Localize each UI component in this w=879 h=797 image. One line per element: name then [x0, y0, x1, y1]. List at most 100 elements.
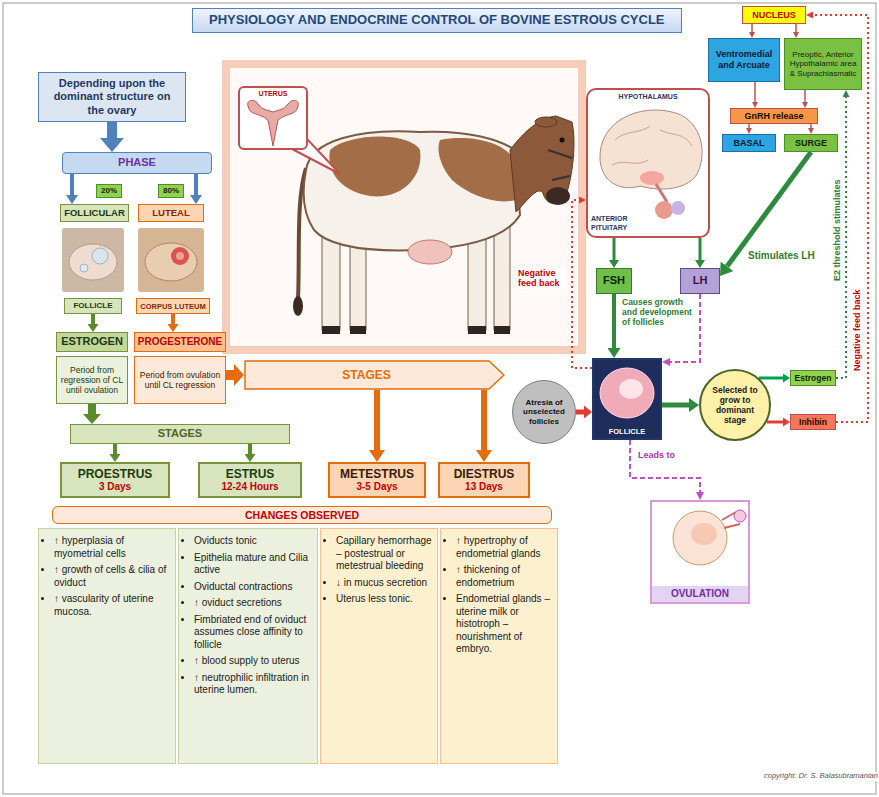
structure-box: CORPUS LUTEUM	[136, 298, 210, 314]
connector-arrow	[810, 124, 812, 128]
node-text: STAGES	[342, 368, 390, 382]
connector-arrow	[662, 403, 689, 408]
hormone-box: Estrogen	[790, 370, 836, 386]
nucleus-box: Preoptic, Anterior Hypothalamic area & S…	[784, 38, 862, 90]
node-text: 20%	[101, 186, 117, 196]
uterus-callout: UTERUS	[238, 86, 308, 150]
nucleus-box: Ventromedial and Arcuate	[708, 38, 780, 82]
cow-body	[304, 131, 520, 250]
connector-arrow	[194, 174, 198, 195]
changes-band: CHANGES OBSERVED	[52, 506, 552, 524]
cow-hoof	[322, 326, 340, 334]
hormone-box: LH	[680, 268, 720, 294]
node-text: Inhibin	[799, 417, 827, 427]
change-item: ↑ oviduct secretions	[194, 597, 313, 610]
hormone-box: FSH	[596, 268, 632, 294]
node-text: PHASE	[118, 156, 156, 169]
phase-box: LUTEAL	[138, 204, 204, 222]
photo-ground	[62, 228, 124, 292]
connector-label: Causes growth and development of follicl…	[622, 298, 694, 327]
follicle-antrum	[619, 379, 643, 399]
stage-box: DIESTRUS13 Days	[438, 462, 530, 498]
phase-box: FOLLICULAR	[60, 204, 129, 222]
change-item: ↑ hyperplasia of myometrial cells	[54, 535, 171, 560]
node-text: 80%	[163, 186, 179, 196]
cow-frame	[226, 64, 582, 350]
node-text: STAGES	[158, 427, 202, 440]
uterus-drawing	[248, 100, 299, 146]
connector-label: Stimulates LH	[748, 250, 815, 262]
atresia-circle: Atresia of unselected follicles	[512, 380, 576, 444]
period-box: Period from ovulation until CL regressio…	[134, 356, 226, 404]
posterior-pituitary	[671, 201, 685, 215]
node-subtext: 12-24 Hours	[221, 481, 278, 493]
change-list: ↑ hyperplasia of myometrial cells ↑ growt…	[39, 535, 171, 622]
period-box: Period from regression of CL until ovula…	[56, 356, 128, 404]
change-item: Epithelia mature and Cilia active	[194, 552, 313, 577]
diagram-title: PHYSIOLOGY AND ENDOCRINE CONTROL OF BOVI…	[192, 8, 682, 33]
node-text: METESTRUS	[340, 467, 414, 481]
selection-circle: Selected to grow to dominant stage	[699, 369, 771, 441]
node-text: NUCLEUS	[752, 10, 796, 21]
stages-arrow-band: STAGES	[244, 360, 505, 390]
stage-box: PROESTRUS3 Days	[60, 462, 170, 498]
cow-halter	[548, 150, 572, 180]
release-mode-box: SURGE	[784, 134, 838, 152]
follicular-ovary-photo	[62, 228, 124, 292]
phase-band: PHASE	[62, 152, 212, 174]
cow-head	[510, 116, 574, 212]
ovulation-illustration	[650, 500, 750, 604]
follicle	[600, 368, 654, 418]
connector-arrow	[226, 370, 234, 380]
cow-patch	[329, 137, 420, 197]
node-text: FOLLICLE	[607, 427, 648, 436]
illustration-ground	[586, 88, 710, 238]
connector-arrow	[754, 82, 756, 102]
percent-box: 20%	[96, 184, 122, 198]
cow-leg	[494, 224, 510, 330]
uterus-callout	[238, 86, 340, 174]
connector-arrow	[767, 421, 783, 424]
change-item: Fimbriated end of oviduct assumes close …	[194, 614, 313, 652]
hypothalamus-region	[640, 171, 664, 185]
band-outline-shape	[245, 361, 504, 389]
ruptured-follicle	[673, 511, 727, 565]
callout-ground	[238, 86, 308, 150]
hypothalamus-illustration	[586, 88, 710, 238]
connector-arrow	[481, 390, 487, 450]
connector-arrow	[751, 24, 753, 32]
follicle-photo-frame: FOLLICLE	[592, 358, 662, 440]
cow-eye	[560, 138, 565, 143]
connector-label: E2 threshold stimulates	[832, 177, 842, 283]
structure-box: FOLLICLE	[64, 298, 122, 314]
node-text: FSH	[603, 274, 625, 287]
change-item: Uterus less tonic.	[336, 593, 433, 606]
connector-arrow	[171, 314, 175, 324]
changes-column: Capillary hemorrhage – postestrual or me…	[320, 528, 438, 764]
node-text: LUTEAL	[152, 207, 189, 218]
node-text: Preoptic, Anterior Hypothalamic area & S…	[788, 50, 858, 79]
connector-label: Negative feed back	[518, 268, 566, 289]
change-item: ↑ growth of cells & cilia of oviduct	[54, 564, 171, 589]
cow-ear	[535, 117, 557, 127]
hormone-box: PROGESTERONE	[134, 332, 226, 352]
change-list: Capillary hemorrhage – postestrual or me…	[321, 535, 433, 610]
node-text: CHANGES OBSERVED	[245, 509, 359, 522]
ovary	[69, 244, 117, 280]
node-text: LH	[693, 274, 708, 287]
cow-hoof	[350, 326, 366, 334]
node-text: Ventromedial and Arcuate	[711, 49, 777, 71]
node-text: GnRH release	[744, 111, 803, 122]
follicle	[80, 264, 88, 272]
ovulation-panel: OVULATION	[650, 500, 750, 604]
nucleus-box: NUCLEUS	[742, 6, 806, 24]
node-subtext: ANTERIOR PITUITARY	[591, 215, 645, 232]
node-text: Atresia of unselected follicles	[519, 398, 569, 427]
stage-box: METESTRUS3-5 Days	[328, 462, 426, 498]
illustration-ground	[650, 500, 750, 604]
photo-ground	[138, 228, 204, 292]
node-text: CORPUS LUTEUM	[140, 302, 205, 311]
connector-arrow	[88, 404, 96, 414]
connector-arrow	[374, 390, 380, 450]
change-item: ↑ neutrophilic infiltration in uterine l…	[194, 672, 313, 697]
